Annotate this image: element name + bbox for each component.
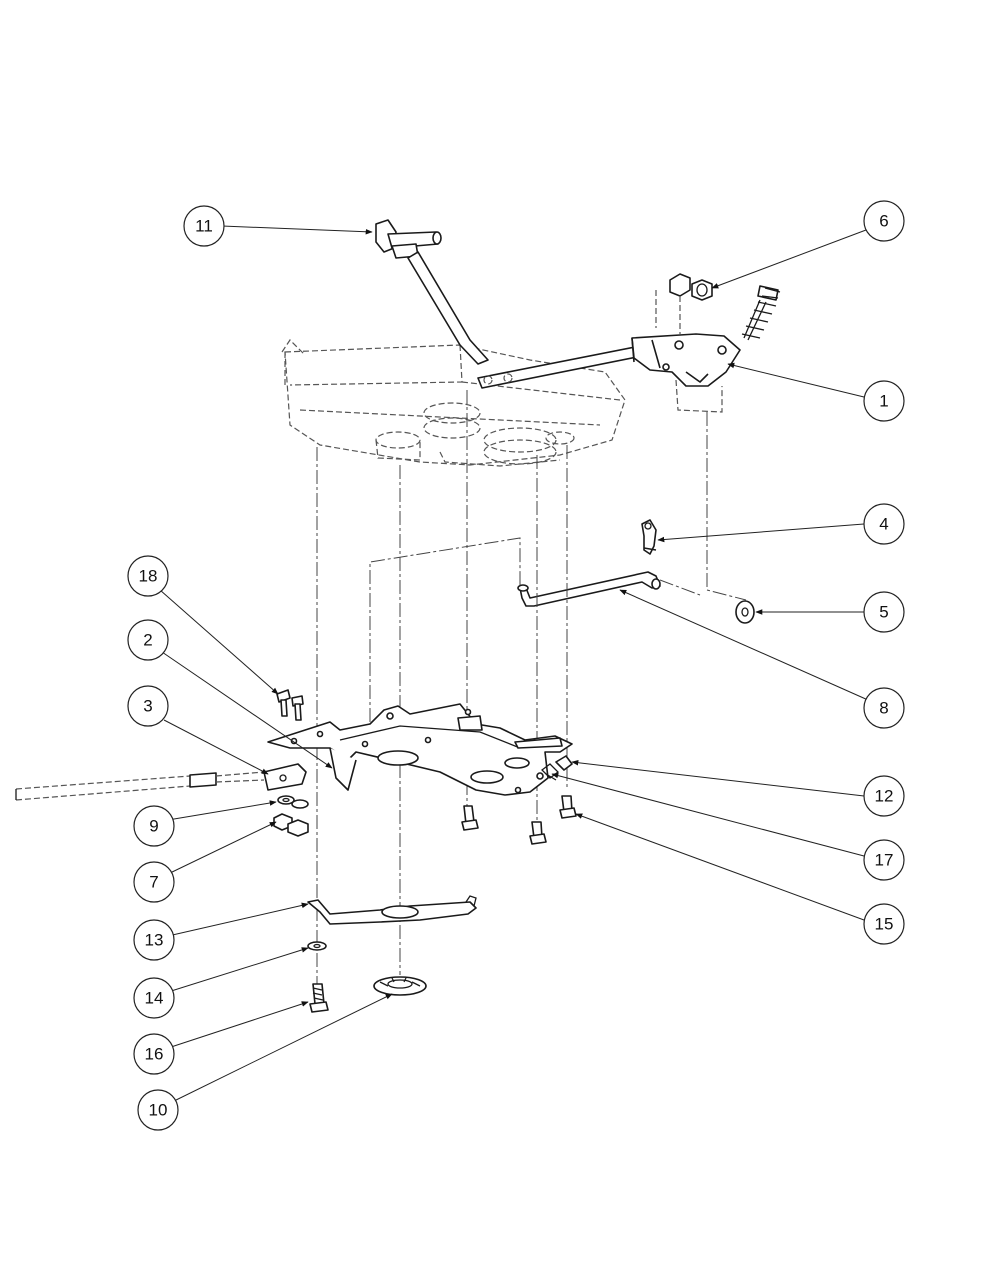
callout-label: 7 xyxy=(149,873,158,892)
nut-part-7 xyxy=(273,813,309,837)
callout-3: 3 xyxy=(127,685,169,727)
washer-part-14 xyxy=(307,941,327,951)
washer-part-5 xyxy=(735,600,755,624)
callout-4: 4 xyxy=(863,503,905,545)
control-lever-part-11 xyxy=(375,219,489,365)
callout-label: 6 xyxy=(879,212,888,231)
callout-16: 16 xyxy=(133,1033,175,1075)
screws-part-18 xyxy=(276,689,304,721)
callout-label: 17 xyxy=(875,851,894,870)
callout-18: 18 xyxy=(127,555,169,597)
callout-2: 2 xyxy=(127,619,169,661)
leader-lines xyxy=(159,225,869,1103)
callout-15: 15 xyxy=(863,903,905,945)
control-cable xyxy=(15,771,265,801)
callout-label: 11 xyxy=(195,217,213,236)
callout-label: 3 xyxy=(143,697,152,716)
bolt-part-15 xyxy=(559,795,577,819)
retainer-part-10 xyxy=(373,976,427,996)
link-wire-part-13 xyxy=(307,895,477,925)
nut-alignment-line xyxy=(655,290,681,334)
callout-1: 1 xyxy=(863,380,905,422)
clip-part-12 xyxy=(555,755,573,771)
callout-7: 7 xyxy=(133,861,175,903)
governor-rod-part-8 xyxy=(517,571,661,607)
callout-12: 12 xyxy=(863,775,905,817)
callout-10: 10 xyxy=(137,1089,179,1131)
callout-label: 1 xyxy=(879,392,888,411)
callout-label: 2 xyxy=(143,631,152,650)
cable-clamp-part-3 xyxy=(263,763,307,791)
nut-part-6 xyxy=(669,273,713,301)
throttle-spring xyxy=(741,285,781,341)
callout-13: 13 xyxy=(133,919,175,961)
base-plate-part-2 xyxy=(267,703,573,796)
callout-label: 5 xyxy=(879,603,888,622)
washer-part-9 xyxy=(277,795,309,809)
callout-label: 14 xyxy=(145,989,164,1008)
callout-6: 6 xyxy=(863,200,905,242)
callout-9: 9 xyxy=(133,805,175,847)
callout-label: 15 xyxy=(875,915,894,934)
control-bracket-part-1 xyxy=(631,333,741,413)
callout-label: 12 xyxy=(875,787,894,806)
callout-label: 16 xyxy=(145,1045,164,1064)
bolt-under-plate-center xyxy=(529,821,547,845)
callout-5: 5 xyxy=(863,591,905,633)
callout-17: 17 xyxy=(863,839,905,881)
callout-11: 11 xyxy=(183,205,225,247)
callout-8: 8 xyxy=(863,687,905,729)
callout-label: 8 xyxy=(879,699,888,718)
spring-part-17 xyxy=(541,763,559,781)
bolt-part-16 xyxy=(309,983,329,1013)
callout-label: 10 xyxy=(149,1101,168,1120)
callout-14: 14 xyxy=(133,977,175,1019)
callout-label: 4 xyxy=(879,515,888,534)
hair-clip-part-4 xyxy=(641,519,657,555)
callout-label: 13 xyxy=(145,931,164,950)
callout-label: 18 xyxy=(139,567,158,586)
bolt-under-plate-left xyxy=(461,805,479,831)
callout-label: 9 xyxy=(149,817,158,836)
